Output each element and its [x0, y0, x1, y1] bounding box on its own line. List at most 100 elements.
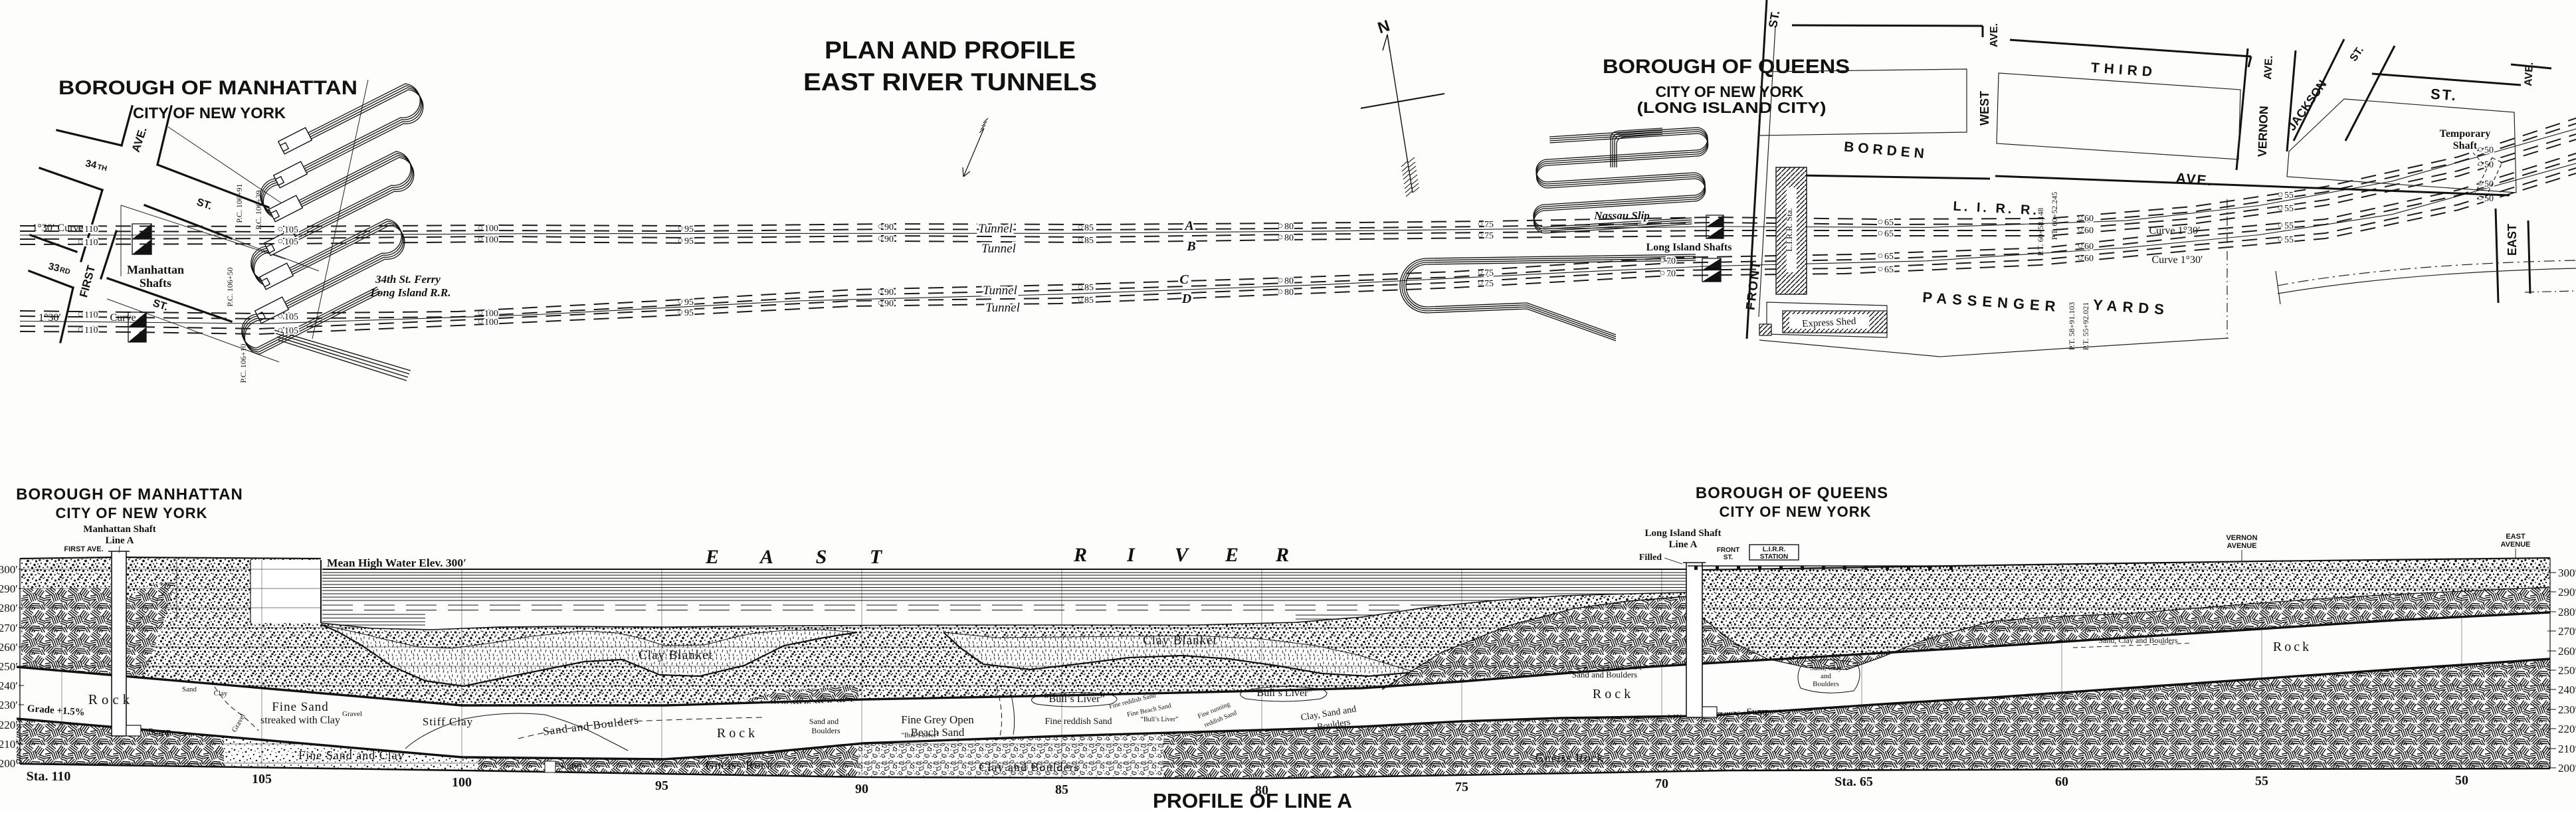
- svg-text:100: 100: [484, 317, 498, 327]
- svg-text:EAST: EAST: [2506, 224, 2519, 256]
- svg-text:Curve: Curve: [110, 312, 136, 323]
- svg-text:55: 55: [2284, 235, 2294, 245]
- svg-text:75: 75: [1484, 268, 1494, 278]
- svg-text:50: 50: [2455, 773, 2468, 788]
- svg-text:FRONT: FRONT: [1717, 547, 1739, 554]
- svg-text:95: 95: [684, 236, 694, 246]
- svg-text:75: 75: [1484, 220, 1494, 230]
- svg-text:PLAN AND PROFILE: PLAN AND PROFILE: [825, 37, 1076, 64]
- svg-text:Sump: Sump: [1746, 707, 1769, 717]
- svg-text:Nassau Slip: Nassau Slip: [1593, 209, 1650, 222]
- svg-text:P.C. 106+50: P.C. 106+50: [225, 267, 235, 306]
- svg-text:Line A: Line A: [1669, 539, 1698, 550]
- svg-text:Sump: Sump: [558, 761, 581, 772]
- svg-text:90: 90: [884, 299, 894, 309]
- svg-text:85: 85: [1084, 296, 1094, 306]
- svg-text:L.I.R.R. Sta.: L.I.R.R. Sta.: [1784, 208, 1794, 252]
- svg-text:200′: 200′: [2558, 762, 2576, 774]
- svg-text:80: 80: [1284, 288, 1294, 298]
- svg-text:Mean High Water Elev. 300′: Mean High Water Elev. 300′: [327, 557, 466, 569]
- svg-text:C: C: [1179, 272, 1189, 287]
- svg-text:Boulders: Boulders: [811, 726, 841, 735]
- svg-text:105: 105: [284, 326, 298, 336]
- svg-text:80: 80: [1255, 783, 1268, 798]
- svg-text:Gneiss Rock: Gneiss Rock: [1536, 751, 1604, 765]
- svg-text:105: 105: [284, 237, 298, 247]
- svg-text:55: 55: [2284, 204, 2294, 214]
- svg-text:230′: 230′: [2558, 703, 2576, 716]
- svg-text:110: 110: [84, 310, 98, 320]
- svg-text:70: 70: [1655, 776, 1668, 791]
- svg-text:110: 110: [84, 238, 98, 248]
- svg-text:Sand and Boulders: Sand and Boulders: [1572, 670, 1637, 679]
- svg-text:60: 60: [2084, 254, 2094, 264]
- svg-text:250′: 250′: [2558, 664, 2576, 677]
- svg-text:90: 90: [884, 288, 894, 298]
- svg-text:1°30′ Curve: 1°30′ Curve: [33, 223, 84, 234]
- svg-text:105: 105: [252, 772, 272, 786]
- svg-text:“Bull’s Liver”: “Bull’s Liver”: [1252, 687, 1312, 699]
- svg-text:60: 60: [2055, 774, 2068, 789]
- svg-text:90: 90: [884, 223, 894, 232]
- svg-text:Shaft: Shaft: [2453, 140, 2478, 151]
- svg-text:Sump: Sump: [148, 727, 171, 737]
- svg-text:Rock: Rock: [88, 691, 134, 707]
- svg-text:CITY OF NEW YORK: CITY OF NEW YORK: [133, 104, 286, 122]
- svg-text:“Bull’s Liver”: “Bull’s Liver”: [902, 732, 940, 739]
- svg-text:65: 65: [1884, 218, 1894, 228]
- svg-text:300′: 300′: [0, 563, 18, 576]
- svg-text:“Bull’s Liver”: “Bull’s Liver”: [1141, 716, 1179, 723]
- svg-text:AVE.: AVE.: [2262, 55, 2275, 80]
- svg-text:ST.: ST.: [1724, 554, 1734, 561]
- svg-text:270′: 270′: [2558, 625, 2576, 638]
- svg-text:Long Island Shafts: Long Island Shafts: [1646, 242, 1732, 253]
- svg-text:and: and: [1821, 672, 1831, 680]
- svg-text:Clay and Boulders: Clay and Boulders: [979, 761, 1080, 774]
- svg-text:270′: 270′: [0, 622, 18, 634]
- svg-text:75: 75: [1455, 780, 1468, 794]
- svg-text:WEST: WEST: [1978, 91, 1991, 126]
- svg-text:Tunnel: Tunnel: [978, 222, 1013, 236]
- svg-text:S: S: [816, 546, 827, 568]
- svg-text:Gneiss Rock: Gneiss Rock: [706, 759, 774, 772]
- svg-text:85: 85: [1084, 283, 1094, 293]
- svg-text:ST.: ST.: [195, 197, 213, 212]
- svg-text:70: 70: [1666, 269, 1676, 279]
- svg-text:AVE.: AVE.: [1989, 23, 2000, 47]
- svg-text:Manhattan Shaft: Manhattan Shaft: [83, 524, 156, 535]
- svg-text:90: 90: [884, 234, 894, 244]
- svg-text:85: 85: [1055, 782, 1068, 797]
- svg-text:55: 55: [2284, 191, 2294, 201]
- svg-text:STATION: STATION: [1760, 553, 1788, 561]
- svg-text:Fine Sand: Fine Sand: [272, 700, 329, 714]
- svg-text:200′: 200′: [0, 757, 18, 770]
- svg-text:Clay Blanket: Clay Blanket: [639, 648, 713, 662]
- svg-text:B: B: [1186, 239, 1195, 254]
- svg-text:E: E: [1225, 544, 1238, 566]
- svg-text:70: 70: [1666, 256, 1676, 266]
- svg-text:85: 85: [1084, 223, 1094, 233]
- svg-text:Fine reddish Sand: Fine reddish Sand: [1044, 717, 1112, 727]
- svg-text:Sand, Clay and Boulders: Sand, Clay and Boulders: [2098, 636, 2178, 645]
- svg-text:75: 75: [1484, 231, 1494, 241]
- svg-text:230′: 230′: [0, 699, 18, 711]
- svg-text:33: 33: [47, 260, 60, 274]
- svg-text:50: 50: [2484, 145, 2494, 155]
- svg-text:50: 50: [2484, 179, 2494, 189]
- svg-text:Tunnel: Tunnel: [981, 242, 1016, 256]
- svg-text:A: A: [759, 546, 773, 568]
- svg-text:100: 100: [484, 235, 498, 245]
- svg-text:95: 95: [684, 298, 694, 308]
- svg-text:A: A: [1183, 219, 1193, 233]
- svg-text:RD: RD: [59, 266, 71, 276]
- svg-text:AVE.: AVE.: [2175, 171, 2213, 189]
- svg-text:BOROUGH OF QUEENS: BOROUGH OF QUEENS: [1603, 56, 1850, 78]
- svg-text:50: 50: [2484, 160, 2494, 170]
- svg-text:290′: 290′: [2558, 586, 2576, 598]
- svg-text:ST.: ST.: [151, 298, 169, 313]
- svg-text:Curve 1°30′: Curve 1°30′: [2149, 225, 2201, 236]
- svg-text:T: T: [870, 546, 883, 568]
- svg-text:Sand and: Sand and: [809, 717, 839, 726]
- svg-text:R: R: [1073, 544, 1087, 566]
- svg-text:Fine Sand and Clay: Fine Sand and Clay: [298, 749, 405, 762]
